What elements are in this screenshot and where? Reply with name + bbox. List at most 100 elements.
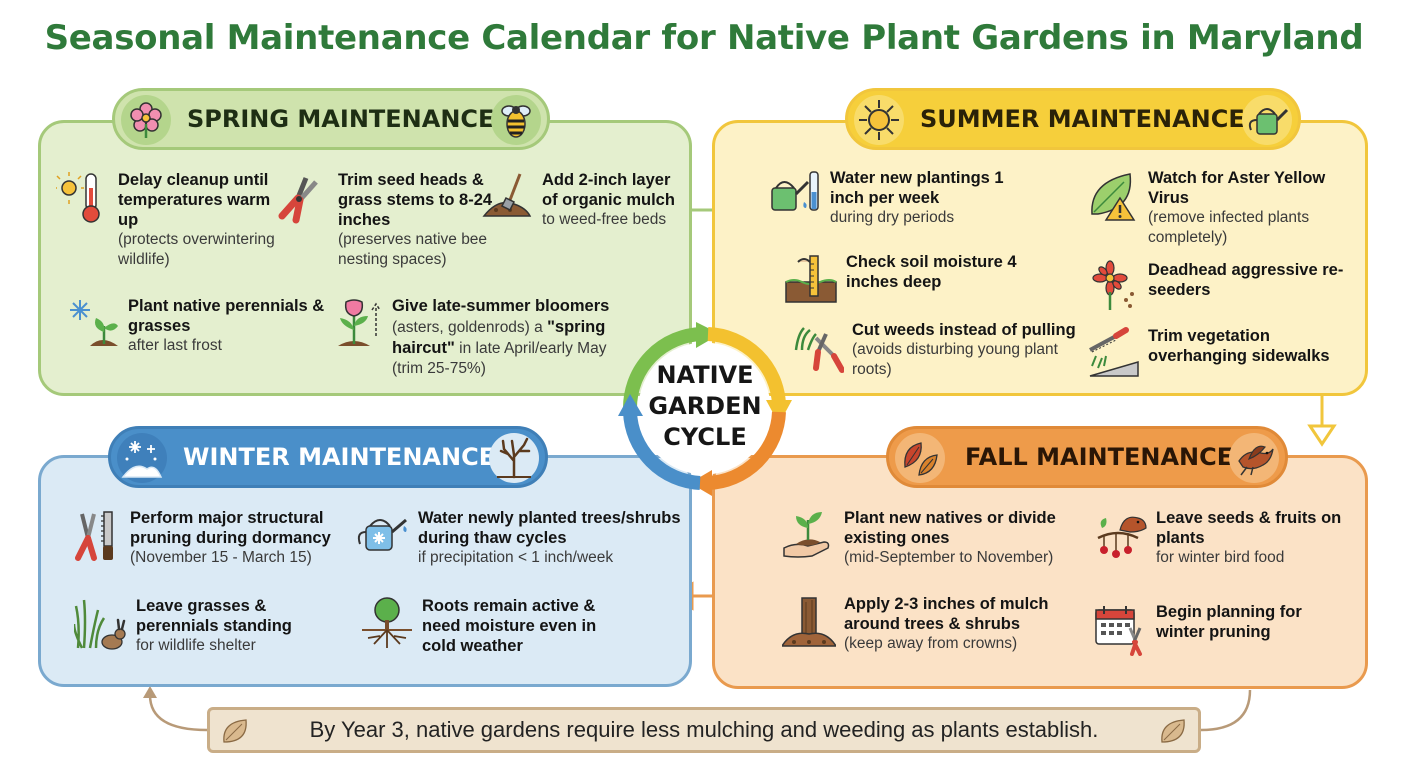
summer-item-6-bold: Trim vegetation overhanging sidewalks [1148, 327, 1330, 365]
summer-header: SUMMER MAINTENANCE [845, 88, 1301, 150]
summer-item-cut-weeds: Cut weeds instead of pulling (avoids dist… [790, 320, 1080, 380]
spring-item-3-normal: to weed-free beds [542, 211, 667, 228]
summer-item-check-soil-moisture: Check soil moisture 4 inches deep [784, 252, 1034, 306]
spring-header-label: SPRING MAINTENANCE [187, 105, 495, 133]
fall-item-1-normal: (mid-September to November) [844, 549, 1054, 566]
sun-icon [854, 95, 904, 145]
spring-panel [38, 120, 692, 396]
footer-text: By Year 3, native gardens require less m… [309, 717, 1099, 742]
autumn-leaves-icon [895, 433, 945, 483]
bird-berries-icon [1097, 516, 1147, 558]
winter-item-roots-active: Roots remain active & need moisture even… [360, 596, 630, 656]
winter-item-4-bold: Roots remain active & need moisture even… [422, 597, 597, 655]
summer-item-4-bold: Watch for Aster Yellow Virus [1148, 169, 1326, 207]
spring-item-add-mulch: Add 2-inch layer of organic mulch to weed… [480, 170, 685, 230]
pruners-icon [278, 177, 318, 224]
summer-item-1-bold: Water new plantings 1 inch per week [830, 169, 1004, 207]
fall-item-plant-divide: Plant new natives or divide existing one… [782, 508, 1082, 568]
cycle-line-1: NATIVE [656, 361, 754, 389]
summer-item-aster-yellow: Watch for Aster Yellow Virus(remove infe… [1086, 168, 1356, 248]
leaf-warning-icon [1091, 173, 1136, 221]
fall-item-apply-mulch: Apply 2-3 inches of mulch around trees &… [782, 594, 1082, 654]
spring-item-4-normal: after last frost [128, 337, 222, 354]
bee-icon [491, 95, 541, 145]
winter-panel [38, 455, 692, 687]
fall-header-label: FALL MAINTENANCE [965, 443, 1234, 471]
tree-roots-icon [362, 597, 412, 648]
leaf-icon-right [1161, 719, 1185, 743]
snow-hill-icon [117, 433, 167, 483]
summer-header-label: SUMMER MAINTENANCE [920, 105, 1245, 133]
cycle-line-2: GARDEN [648, 392, 762, 420]
summer-item-5-bold: Deadhead aggressive re-seeders [1148, 261, 1344, 299]
fall-header: FALL MAINTENANCE [886, 426, 1288, 488]
tulip-sprout-icon [338, 299, 381, 346]
soil-probe-icon [785, 255, 837, 303]
winter-item-water-thaw: Water newly planted trees/shrubs during … [356, 508, 686, 568]
frost-seedling-icon [70, 300, 118, 346]
page-title: Seasonal Maintenance Calendar for Native… [44, 18, 1364, 58]
grass-rabbit-icon [74, 599, 126, 650]
winter-header-label: WINTER MAINTENANCE [183, 443, 496, 471]
thermometer-sun-icon [56, 172, 100, 223]
bird-icon [1229, 433, 1279, 483]
calendar-pruners-icon [1095, 606, 1142, 656]
winter-item-structural-pruning: Perform major structural pruning during … [68, 508, 358, 568]
cycle-center-label: NATIVE GARDEN CYCLE [640, 360, 770, 453]
winter-item-leave-grasses: Leave grasses & perennials standing for w… [74, 596, 344, 656]
winter-item-2-bold: Water newly planted trees/shrubs during … [418, 509, 681, 547]
spring-item-trim-seed-heads: Trim seed heads & grass stems to 8-24 in… [276, 170, 496, 270]
hand-seedling-icon [783, 512, 830, 558]
flower-icon [121, 95, 171, 145]
spring-item-2-normal: (preserves native bee nesting spaces) [338, 231, 488, 268]
watering-can-icon [1242, 95, 1292, 145]
summer-item-trim-vegetation: Trim vegetation overhanging sidewalks [1086, 326, 1361, 380]
bare-tree-icon [489, 433, 539, 483]
fall-item-leave-seeds: Leave seeds & fruits on plants for winter… [1094, 508, 1354, 568]
fall-item-3-normal: for winter bird food [1156, 549, 1285, 566]
winter-item-3-normal: for wildlife shelter [136, 637, 256, 654]
fall-item-2-bold: Apply 2-3 inches of mulch around trees &… [844, 595, 1049, 633]
spring-item-2-bold: Trim seed heads & grass stems to 8-24 in… [338, 171, 493, 229]
pruning-saw-icon [75, 511, 113, 561]
deadhead-flower-icon [1092, 260, 1134, 310]
winter-item-1-bold: Perform major structural pruning during … [130, 509, 331, 547]
spring-item-plant-natives: Plant native perennials & grasses after l… [66, 296, 326, 356]
leaf-icon-left [223, 719, 247, 743]
winter-item-1-normal: (November 15 - March 15) [130, 549, 312, 566]
snowflake-watering-can-icon [357, 518, 407, 551]
summer-item-deadhead: Deadhead aggressive re-seeders [1086, 260, 1356, 314]
summer-item-2-bold: Check soil moisture 4 inches deep [846, 253, 1017, 291]
fall-item-4-bold: Begin planning for winter pruning [1156, 603, 1302, 641]
summer-item-3-normal: (avoids disturbing young plant roots) [852, 341, 1058, 378]
spring-header: SPRING MAINTENANCE [112, 88, 550, 150]
spring-item-4-bold: Plant native perennials & grasses [128, 297, 325, 335]
weed-cutter-icon [794, 327, 844, 373]
native-garden-cycle-diagram [618, 322, 792, 496]
summer-item-4-normal: (remove infected plants completely) [1148, 209, 1310, 246]
fall-panel [712, 455, 1368, 689]
winter-item-2-normal: if precipitation < 1 inch/week [418, 549, 614, 566]
spring-item-delay-cleanup: Delay cleanup until temperatures warm up… [56, 170, 286, 270]
fall-item-1-bold: Plant new natives or divide existing one… [844, 509, 1056, 547]
cycle-line-3: CYCLE [663, 423, 747, 451]
summer-item-3-bold: Cut weeds instead of pulling [852, 321, 1076, 339]
fall-item-plan-pruning: Begin planning for winter pruning [1094, 602, 1354, 656]
spring-item-5-normal-2: in late April/early May (trim 25-75%) [392, 340, 607, 377]
spring-item-5-bold-1: Give late-summer bloomers [392, 297, 610, 315]
spring-item-spring-haircut: Give late-summer bloomers (asters, golden… [330, 296, 630, 379]
fall-item-3-bold: Leave seeds & fruits on plants [1156, 509, 1342, 547]
spring-item-1-bold: Delay cleanup until temperatures warm up [118, 171, 271, 229]
watering-can-rain-gauge-icon [771, 171, 819, 211]
hedge-trimmer-icon [1089, 327, 1139, 377]
winter-item-3-bold: Leave grasses & perennials standing [136, 597, 292, 635]
winter-header: WINTER MAINTENANCE [108, 426, 548, 488]
spring-item-5-bold-2: "spring haircut" [392, 318, 606, 357]
footer-banner: By Year 3, native gardens require less m… [207, 707, 1201, 753]
spring-item-3-bold: Add 2-inch layer of organic mulch [542, 171, 675, 209]
spring-item-1-normal: (protects overwintering wildlife) [118, 231, 275, 268]
mulch-shovel-icon [482, 173, 532, 217]
mulch-tree-icon [782, 597, 836, 647]
spring-item-5-normal-1: (asters, goldenrods) a [392, 319, 543, 336]
